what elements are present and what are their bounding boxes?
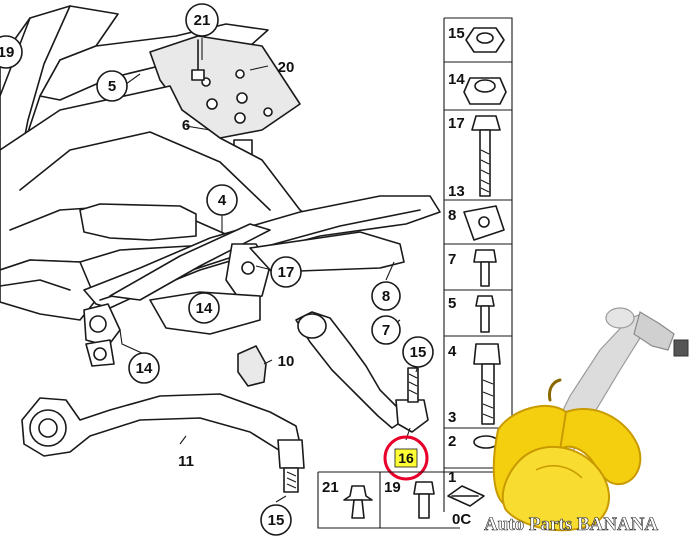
svg-text:7: 7 [448,251,456,268]
svg-text:17: 17 [448,115,465,132]
svg-text:19: 19 [384,479,401,496]
svg-text:6: 6 [182,117,190,134]
svg-text:15: 15 [410,344,427,361]
svg-text:5: 5 [448,295,456,312]
callout-15a: 15 [402,336,434,368]
svg-text:16: 16 [398,450,414,466]
callout-6: 6 [182,117,190,134]
callout-14b: 14 [128,352,160,384]
callout-10: 10 [278,353,295,370]
svg-text:8: 8 [448,207,456,224]
svg-text:1: 1 [448,469,456,486]
watermark-text: Auto Parts BANANA [484,514,659,536]
svg-text:14: 14 [448,71,465,88]
tension-strut-drawing [295,311,429,433]
callout-19: 19 [0,35,23,69]
callout-5: 5 [96,70,128,102]
svg-text:13: 13 [448,183,465,200]
svg-text:5: 5 [108,78,116,95]
svg-text:15: 15 [448,25,465,42]
subframe-drawing [0,5,441,387]
svg-text:10: 10 [278,353,295,370]
callout-11: 11 [178,453,194,470]
callout-21: 21 [185,3,219,37]
highlight-ring [383,435,429,481]
svg-text:17: 17 [278,264,295,281]
svg-text:4: 4 [218,192,227,209]
leader-lines [119,38,419,503]
svg-text:3: 3 [448,409,456,426]
callout-20: 20 [278,59,295,76]
svg-text:Auto Parts BANANA: Auto Parts BANANA [484,514,658,535]
banana-logo-icon [492,378,642,532]
callout-17: 17 [270,256,302,288]
callout-4: 4 [206,184,238,216]
highlight-label-box [394,448,418,468]
svg-text:14: 14 [136,360,153,377]
bottom-parts-panel: 21 19 0C [317,471,520,529]
svg-text:2: 2 [448,433,456,450]
svg-text:0C: 0C [452,511,471,528]
svg-text:4: 4 [448,343,457,360]
svg-text:21: 21 [194,12,211,29]
callout-14a: 14 [188,292,220,324]
svg-text:15: 15 [268,512,285,529]
svg-text:21: 21 [322,479,339,496]
svg-text:19: 19 [0,44,14,61]
svg-text:11: 11 [178,453,194,470]
svg-text:14: 14 [196,300,213,317]
highlighted-part-16: 16 [383,435,429,481]
svg-text:8: 8 [382,288,390,305]
svg-text:20: 20 [278,59,295,76]
control-arm-drawing [21,393,305,493]
svg-text:7: 7 [382,322,390,339]
callout-7: 7 [371,315,401,345]
callout-15b: 15 [260,504,292,536]
callout-8: 8 [371,281,401,311]
